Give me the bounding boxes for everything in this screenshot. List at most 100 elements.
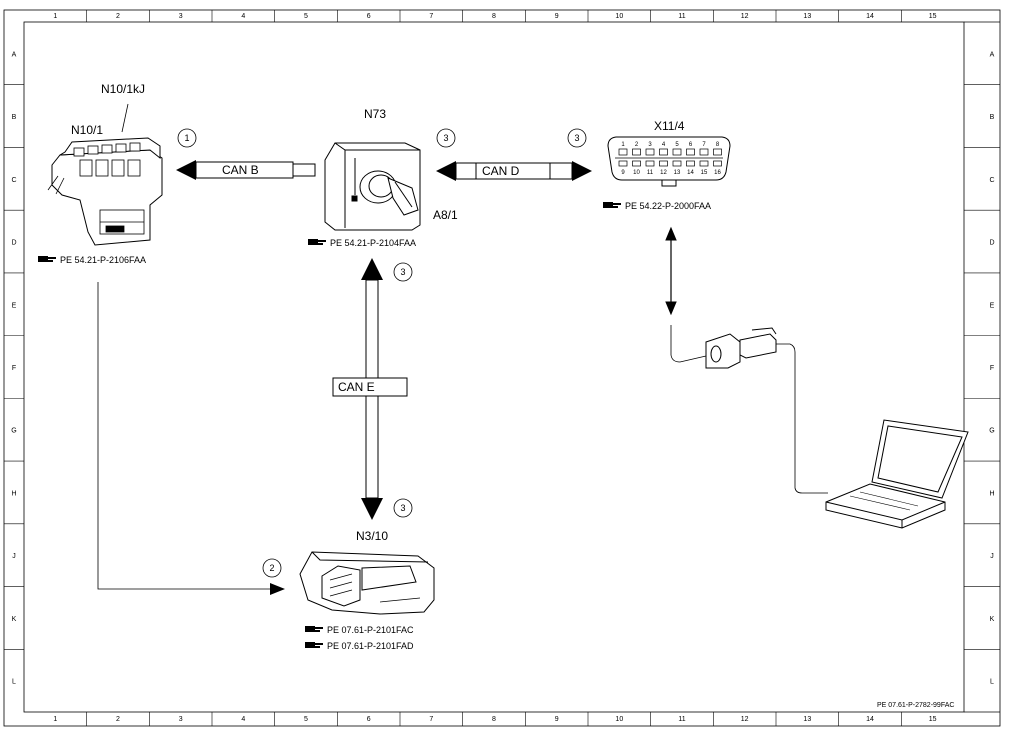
n73-reference: PE 54.21-P-2104FAA	[330, 238, 416, 248]
column-label: 11	[678, 716, 685, 723]
row-label: A	[990, 51, 995, 58]
column-label: 3	[179, 13, 183, 20]
n10-1kj-label: N10/1kJ	[101, 82, 145, 96]
pointing-hand-icon	[305, 626, 323, 632]
pin-number: 1	[621, 142, 625, 148]
row-label: L	[990, 679, 994, 686]
column-label: 3	[179, 716, 183, 723]
svg-text:3: 3	[443, 133, 448, 143]
row-label: J	[12, 553, 16, 560]
pin-number: 14	[687, 170, 694, 176]
column-label: 11	[678, 13, 685, 20]
column-label: 5	[304, 716, 308, 723]
a8-1-label: A8/1	[433, 208, 458, 222]
row-label: H	[11, 490, 16, 497]
row-label: G	[11, 428, 16, 435]
svg-text:3: 3	[400, 267, 405, 277]
column-label: 9	[555, 716, 559, 723]
pin-number: 5	[675, 142, 679, 148]
callout-2: 2	[262, 558, 282, 578]
pin-contact	[686, 148, 695, 156]
row-label: F	[990, 365, 994, 372]
pin-contact	[632, 160, 641, 167]
n10-1-reference: PE 54.21-P-2106FAA	[60, 255, 146, 265]
drawing-frame	[3, 9, 1001, 727]
row-label: F	[12, 365, 16, 372]
pin-contact	[618, 148, 628, 156]
pin-contact	[659, 160, 668, 167]
drawing-number: PE 07.61-P-2782-99FAC	[877, 702, 954, 709]
column-label: 8	[492, 716, 496, 723]
pointing-hand-icon	[38, 256, 56, 262]
pin-contact	[632, 148, 641, 156]
pointing-hand-icon	[308, 239, 326, 245]
row-label: B	[990, 114, 995, 121]
can-d-label: CAN D	[482, 164, 520, 178]
n10-1-label: N10/1	[71, 123, 103, 137]
pin-number: 11	[647, 170, 654, 176]
column-label: 7	[429, 716, 433, 723]
column-label: 8	[492, 13, 496, 20]
n3-10-engine-control-unit	[299, 551, 435, 615]
pin-contact	[713, 148, 722, 156]
callout-3-can-d-right: 3	[567, 128, 587, 148]
column-label: 4	[241, 716, 245, 723]
svg-text:3: 3	[574, 133, 579, 143]
n73-ignition-switch	[324, 142, 421, 231]
pin-number: 6	[689, 142, 693, 148]
column-label: 1	[53, 13, 57, 20]
column-label: 15	[929, 716, 937, 723]
row-label: G	[989, 428, 994, 435]
svg-text:1: 1	[184, 133, 189, 143]
column-label: 14	[866, 716, 874, 723]
row-label: D	[989, 240, 994, 247]
row-label: J	[990, 553, 994, 560]
row-label: C	[11, 177, 16, 184]
laptop-icon	[825, 419, 969, 529]
diagnostic-adapter	[670, 325, 828, 494]
pin-number: 8	[716, 142, 720, 148]
column-label: 10	[615, 716, 623, 723]
column-label: 4	[241, 13, 245, 20]
pin-contact	[713, 160, 722, 167]
n3-10-reference-fad: PE 07.61-P-2101FAD	[327, 641, 414, 651]
row-label: E	[990, 302, 995, 309]
column-label: 15	[929, 13, 937, 20]
column-label: 12	[741, 13, 749, 20]
pin-contact	[645, 148, 655, 156]
pin-contact	[686, 160, 695, 167]
row-label: A	[12, 51, 17, 58]
pin-number: 7	[702, 142, 706, 148]
pin-contact	[645, 160, 655, 167]
frame-ticks	[4, 10, 1000, 726]
pin-number: 3	[648, 142, 652, 148]
callout-1: 1	[177, 128, 197, 148]
row-label: E	[12, 302, 17, 309]
column-label: 13	[803, 716, 811, 723]
row-label: K	[12, 616, 17, 623]
pin-contact	[672, 148, 682, 156]
n73-label: N73	[364, 107, 386, 121]
column-label: 6	[367, 716, 371, 723]
pointing-hand-icon	[305, 642, 323, 648]
x11-4-reference: PE 54.22-P-2000FAA	[625, 201, 711, 211]
column-label: 6	[367, 13, 371, 20]
row-label: C	[989, 177, 994, 184]
row-label: B	[12, 114, 17, 121]
column-label: 2	[116, 13, 120, 20]
row-label: D	[11, 240, 16, 247]
pointing-hand-icon	[603, 202, 621, 208]
x11-4-label: X11/4	[654, 119, 685, 133]
n10-1kj-leader	[121, 103, 129, 133]
column-label: 10	[615, 13, 623, 20]
can-d-bus: CAN D	[436, 161, 592, 181]
column-label: 7	[429, 13, 433, 20]
pin-number: 12	[660, 170, 667, 176]
pin-number: 10	[633, 170, 640, 176]
n10-1-module	[47, 137, 163, 246]
pin-contact	[699, 160, 709, 167]
pin-contact	[618, 160, 628, 167]
diagnostic-link-arrow	[665, 226, 677, 316]
column-label: 1	[53, 716, 57, 723]
pin-number: 13	[674, 170, 681, 176]
